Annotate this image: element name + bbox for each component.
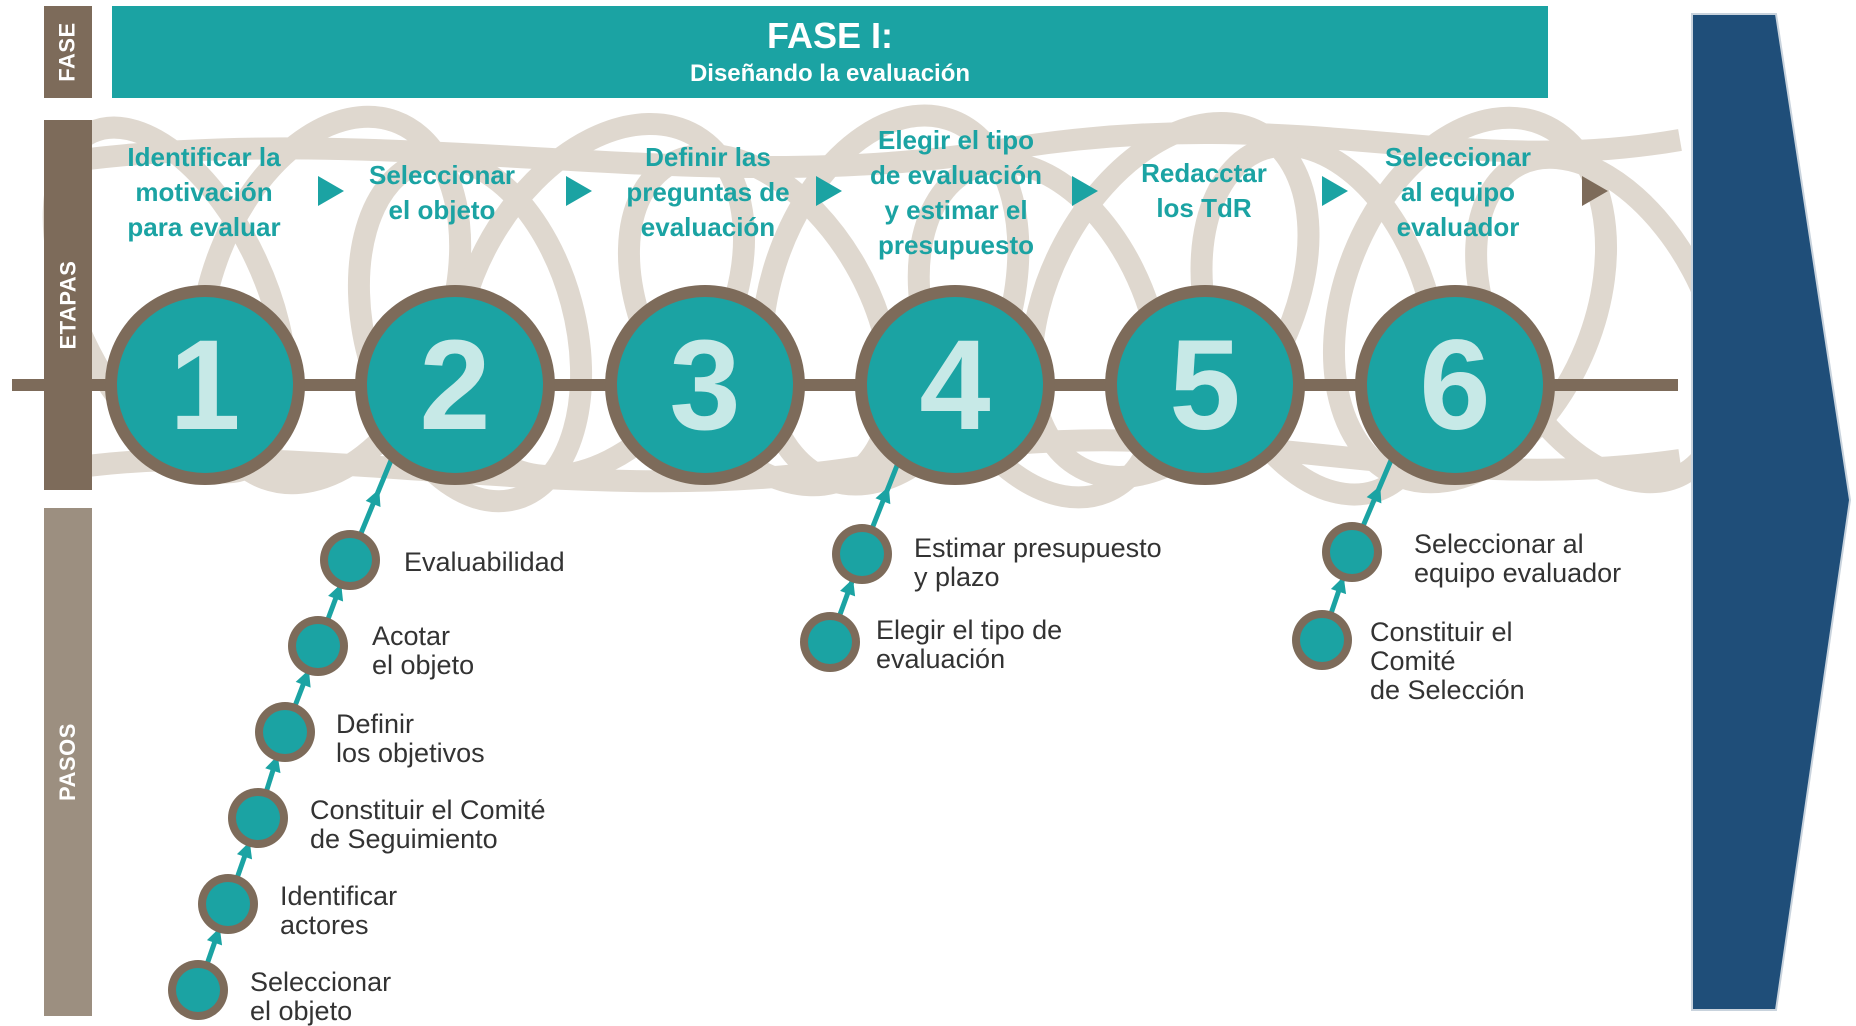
stage-2-number: 2 bbox=[419, 314, 490, 457]
stage6-step-node-1 bbox=[1292, 610, 1352, 670]
etapas-label-text: ETAPAS bbox=[55, 260, 81, 350]
stage2-arrow-6 bbox=[365, 489, 381, 507]
stage2-step-node-5 bbox=[288, 616, 348, 676]
stage2-step-node-1 bbox=[168, 960, 228, 1020]
step-node-fill bbox=[1300, 618, 1344, 662]
stage-2-step-2: Identificar actores bbox=[280, 881, 398, 940]
step-node-fill bbox=[236, 796, 280, 840]
stage-4-step-1: Elegir el tipo de evaluación bbox=[876, 615, 1063, 674]
stage2-step-node-6 bbox=[320, 530, 380, 590]
stage-3-title: Definir las preguntas de evaluación bbox=[626, 142, 790, 242]
stage-circle-fill bbox=[617, 297, 793, 473]
stage-4-number: 4 bbox=[919, 314, 990, 457]
stage-arrow-1 bbox=[318, 176, 344, 206]
step-node-fill bbox=[840, 532, 884, 576]
stage-2-step-3: Constituir el Comité de Seguimiento bbox=[310, 795, 546, 854]
stage-2-step-6: Evaluabilidad bbox=[404, 547, 565, 577]
stage-arrow-6 bbox=[1582, 176, 1608, 206]
stage-arrow-3 bbox=[816, 176, 842, 206]
stage-arrows bbox=[318, 176, 1608, 206]
pasos-label: PASOS bbox=[44, 508, 92, 1016]
stage-2-step-5: Acotar el objeto bbox=[372, 621, 475, 680]
phase-banner: FASE I: Diseñando la evaluación bbox=[112, 6, 1548, 98]
stage-1-title: Identificar la motivación para evaluar bbox=[127, 142, 281, 242]
step-node-fill bbox=[206, 882, 250, 926]
stage-1-circle: 1 bbox=[105, 285, 305, 485]
stage-circle-fill bbox=[1367, 297, 1543, 473]
step-node-fill bbox=[263, 710, 307, 754]
stage6-step-node-2 bbox=[1322, 522, 1382, 582]
stage-6-step-1: Constituir el Comité de Selección bbox=[1370, 617, 1525, 705]
step-node-fill bbox=[1330, 530, 1374, 574]
pasos-label-text: PASOS bbox=[55, 723, 81, 801]
stage-circle-fill bbox=[367, 297, 543, 473]
step-nodes bbox=[168, 522, 1382, 1020]
stage-3-number: 3 bbox=[669, 314, 740, 457]
stage-5-title: Redacctar los TdR bbox=[1141, 158, 1267, 223]
stage-6-circle: 6 bbox=[1355, 285, 1555, 485]
stage-arrow-2 bbox=[566, 176, 592, 206]
stage6-arrow-2 bbox=[1366, 485, 1382, 504]
stage-6-number: 6 bbox=[1419, 314, 1490, 457]
stage-2-circle: 2 bbox=[355, 285, 555, 485]
step-node-fill bbox=[296, 624, 340, 668]
stage-2-title: Seleccionar el objeto bbox=[369, 160, 515, 225]
phase-subtitle: Diseñando la evaluación bbox=[689, 60, 971, 87]
stage6-arrow-1 bbox=[1330, 576, 1347, 595]
stage2-step-node-2 bbox=[198, 874, 258, 934]
next-phase-chevron bbox=[1691, 13, 1852, 1011]
stage-circle-fill bbox=[117, 297, 293, 473]
stage4-arrow-2 bbox=[875, 486, 891, 505]
stage-circle-fill bbox=[867, 297, 1043, 473]
stage2-arrow-5 bbox=[328, 583, 344, 602]
fase-label: FASE bbox=[44, 6, 92, 98]
stage2-step-node-3 bbox=[228, 788, 288, 848]
pasos-bar bbox=[44, 508, 92, 1016]
stage-6-step-2: Seleccionar al equipo evaluador bbox=[1414, 529, 1622, 588]
stage4-step-node-1 bbox=[800, 612, 860, 672]
stage-5-circle: 5 bbox=[1105, 285, 1305, 485]
stage-5-number: 5 bbox=[1169, 314, 1240, 457]
stage2-step-node-4 bbox=[255, 702, 315, 762]
etapas-bar bbox=[44, 120, 92, 490]
stage-arrow-4 bbox=[1072, 176, 1098, 206]
stage-4-circle: 4 bbox=[855, 285, 1055, 485]
step-node-fill bbox=[328, 538, 372, 582]
stage4-step-node-2 bbox=[832, 524, 892, 584]
stage-2-step-4: Definir los objetivos bbox=[336, 709, 485, 768]
stage-6-title: Seleccionar al equipo evaluador bbox=[1385, 142, 1531, 242]
stage-2-step-1: Seleccionar el objeto bbox=[250, 967, 392, 1026]
fase-label-text: FASE bbox=[55, 22, 80, 82]
stage-4-title: Elegir el tipo de evaluación y estimar e… bbox=[870, 125, 1042, 260]
stage-1-number: 1 bbox=[169, 314, 240, 457]
stage4-arrow-1 bbox=[840, 578, 856, 597]
stage-4-step-2: Estimar presupuesto y plazo bbox=[914, 533, 1162, 592]
stage-arrow-5 bbox=[1322, 176, 1348, 206]
phase-title: FASE I: bbox=[766, 15, 894, 56]
stage-3-circle: 3 bbox=[605, 285, 805, 485]
stage-circles: 1 2 3 4 5 6 bbox=[105, 285, 1555, 485]
stage2-arrow-4 bbox=[295, 669, 311, 688]
fase-bar bbox=[44, 6, 92, 98]
step-node-fill bbox=[176, 968, 220, 1012]
stage-circle-fill bbox=[1117, 297, 1293, 473]
step-node-fill bbox=[808, 620, 852, 664]
